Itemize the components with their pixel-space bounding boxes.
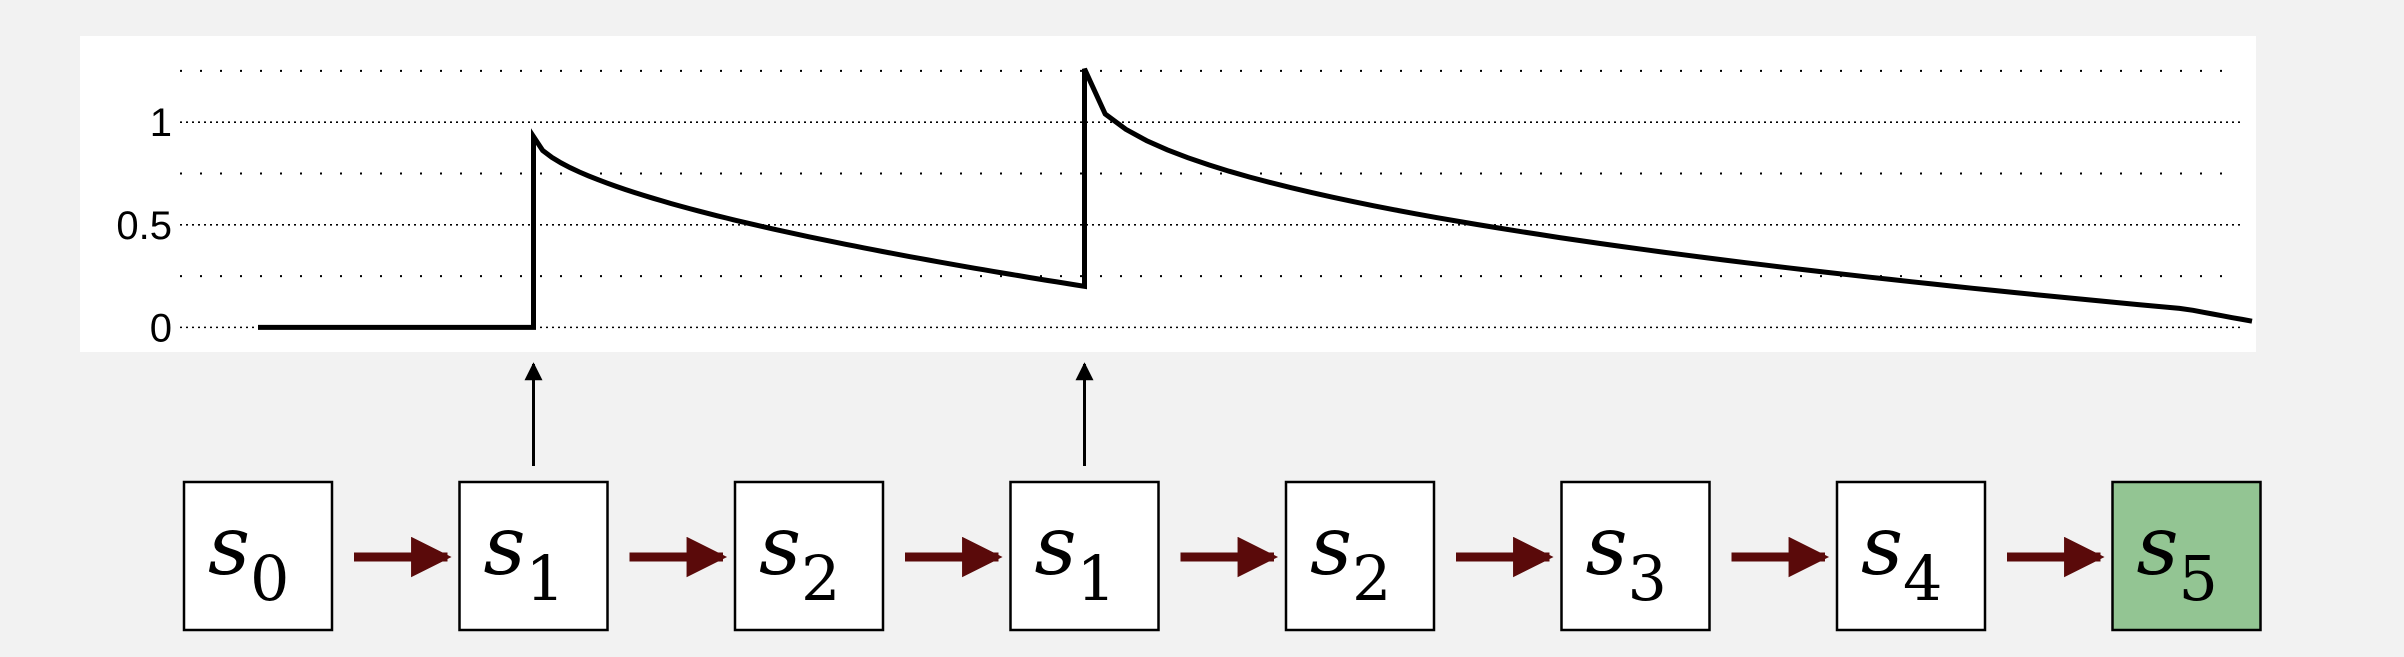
y-tick-label: 0.5	[116, 204, 172, 248]
state-symbol: s	[2137, 499, 2179, 594]
state-subscript: 0	[250, 542, 289, 615]
trace-line	[258, 67, 2253, 330]
trace-line-series	[258, 67, 2253, 330]
state-subscript: 4	[1903, 542, 1942, 615]
state-symbol: s	[1586, 499, 1628, 594]
state-subscript: 3	[1628, 542, 1667, 615]
state-subscript: 5	[2179, 542, 2218, 615]
state-subscript: 1	[1077, 542, 1116, 615]
state-symbol: s	[1035, 499, 1077, 594]
y-tick-labels: 00.51	[116, 101, 172, 350]
visit-markers	[524, 362, 1094, 466]
state-symbol: s	[759, 499, 801, 594]
state-symbol: s	[484, 499, 526, 594]
state-subscript: 1	[526, 542, 565, 615]
state-symbol: s	[1310, 499, 1352, 594]
state-subscript: 2	[1352, 542, 1391, 615]
state-box	[2111, 480, 2262, 632]
y-tick-label: 0	[150, 306, 172, 350]
state-box	[1560, 480, 1711, 632]
state-box	[458, 480, 609, 632]
state-box	[1835, 480, 1987, 632]
state-subscript: 2	[801, 542, 840, 615]
state-box	[1009, 480, 1160, 632]
state-symbol: s	[208, 499, 250, 594]
state-box	[182, 480, 334, 632]
state-symbol: s	[1861, 499, 1903, 594]
plot-area	[80, 36, 2256, 352]
state-box	[733, 480, 885, 632]
state-box	[1284, 480, 1436, 632]
y-tick-label: 1	[150, 101, 172, 145]
